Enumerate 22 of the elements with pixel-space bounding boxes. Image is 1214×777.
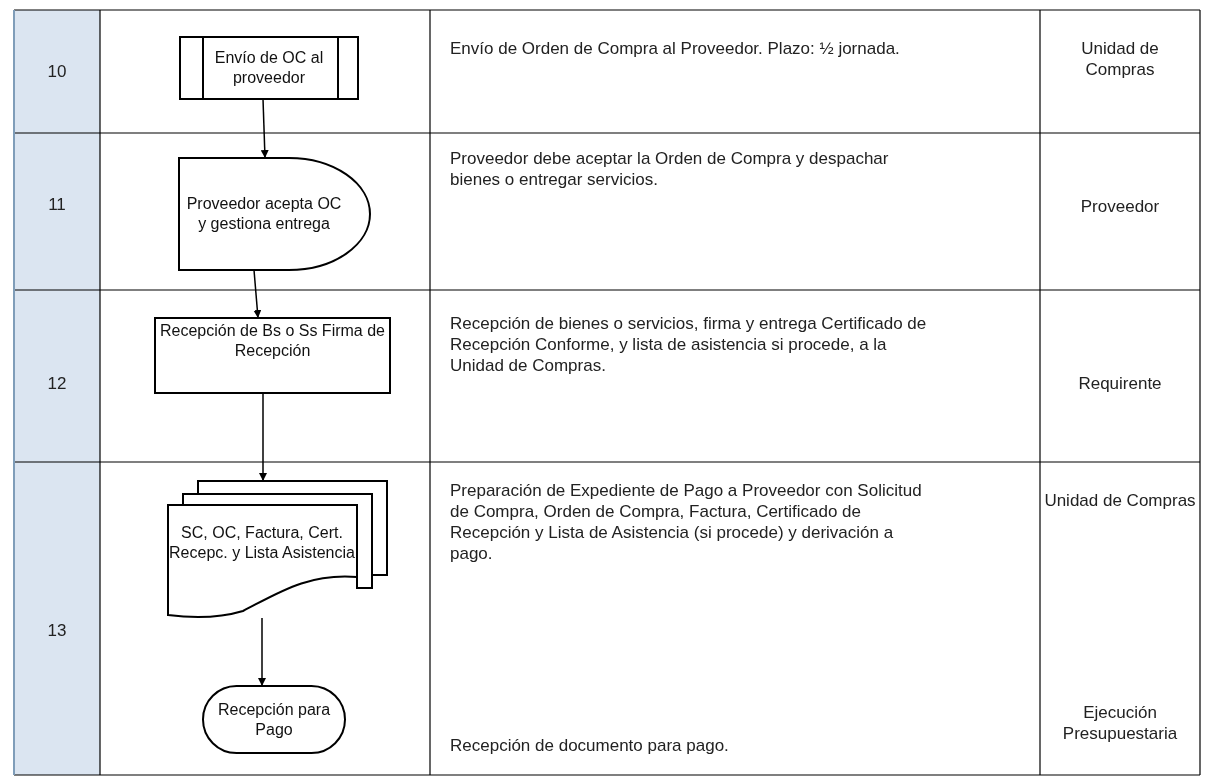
row-number: 13 bbox=[46, 620, 68, 641]
arrow bbox=[260, 98, 269, 159]
description-text: Recepción de bienes o servicios, firma y entrega Certificado de Recepción Conforme, y lista de asistencia si procede, a la Unidad de Compras. bbox=[450, 313, 928, 376]
arrow bbox=[259, 392, 267, 482]
responsible-text: Proveedor bbox=[1079, 196, 1161, 217]
responsible-text: Unidad de Compras bbox=[1043, 490, 1197, 511]
delay-shape: Proveedor acepta OC y gestiona entrega bbox=[179, 158, 371, 270]
responsible-text: Unidad de Compras bbox=[1080, 38, 1160, 80]
description-text: Proveedor debe aceptar la Orden de Compra y despachar bienes o entregar servicios. bbox=[450, 148, 890, 190]
row-number: 12 bbox=[46, 373, 68, 394]
row-number: 11 bbox=[47, 194, 67, 215]
arrow bbox=[253, 269, 262, 319]
terminator-shape: Recepción para Pago bbox=[203, 686, 345, 753]
process-box: Recepción de Bs o Ss Firma de Recepción bbox=[155, 318, 390, 393]
description-text: Recepción de documento para pago. bbox=[450, 735, 730, 756]
row-number: 10 bbox=[46, 61, 68, 82]
responsible-text: Ejecución Presupuestaria bbox=[1061, 702, 1179, 744]
arrow bbox=[258, 617, 266, 687]
description-text: Envío de Orden de Compra al Proveedor. Plazo: ½ jornada. bbox=[450, 38, 901, 59]
responsible-text: Requirente bbox=[1077, 373, 1163, 394]
predefined-process-box: Envío de OC al proveedor bbox=[180, 37, 358, 99]
description-text: Preparación de Expediente de Pago a Proveedor con Solicitud de Compra, Orden de Compra, Factura, Certificado de Recepción y Lista de Asistencia (si procede) y derivación a pago. bbox=[450, 480, 923, 564]
